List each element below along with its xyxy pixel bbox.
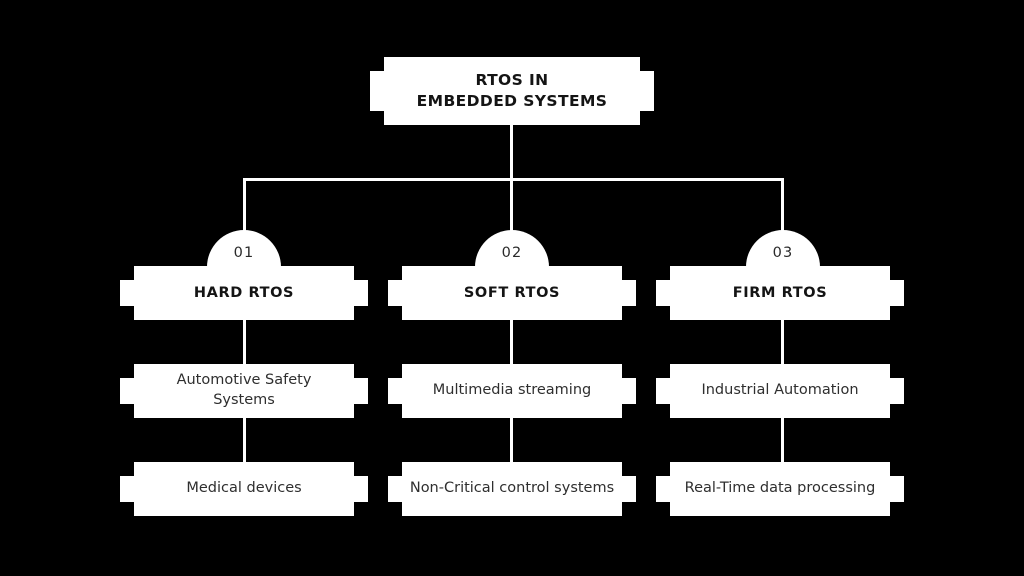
- connector-leaf-1-to-leaf-2-col-1: [243, 416, 246, 464]
- branch-number-3: 03: [772, 244, 794, 261]
- connector-horizontal-bus: [243, 178, 784, 181]
- branch-card-hard-rtos[interactable]: HARD RTOS: [120, 266, 368, 320]
- branch-title-1: HARD RTOS: [193, 285, 295, 301]
- branch-number-bubble-2: 02: [475, 230, 549, 267]
- branch-card-firm-rtos[interactable]: FIRM RTOS: [656, 266, 904, 320]
- leaf-label-col-1-row-1-line-1: Automotive Safety: [176, 372, 312, 389]
- root-title-line-1: RTOS IN: [475, 71, 549, 90]
- leaf-label-col-3-row-1: Industrial Automation: [701, 382, 859, 399]
- branch-number-2: 02: [501, 244, 523, 261]
- connector-drop-branch-1: [243, 178, 246, 236]
- root-node-card[interactable]: RTOS IN EMBEDDED SYSTEMS: [370, 57, 654, 125]
- connector-root-stem: [510, 125, 513, 181]
- branch-number-1: 01: [233, 244, 255, 261]
- leaf-card-col-3-row-2[interactable]: Real-Time data processing: [656, 462, 904, 516]
- leaf-label-col-1-row-1-line-2: Systems: [213, 392, 275, 408]
- branch-title-3: FIRM RTOS: [732, 285, 828, 301]
- connector-leaf-1-to-leaf-2-col-3: [781, 416, 784, 464]
- leaf-label-col-2-row-1: Multimedia streaming: [432, 382, 592, 399]
- leaf-label-col-3-row-2: Real-Time data processing: [684, 480, 876, 497]
- leaf-label-col-1-row-2: Medical devices: [186, 480, 302, 497]
- leaf-card-col-1-row-2[interactable]: Medical devices: [120, 462, 368, 516]
- leaf-label-col-2-row-2: Non-Critical control systems: [409, 480, 615, 497]
- connector-branch-2-to-leaf-1: [510, 318, 513, 366]
- branch-title-2: SOFT RTOS: [463, 285, 561, 301]
- branch-number-bubble-3: 03: [746, 230, 820, 267]
- connector-branch-1-to-leaf-1: [243, 318, 246, 366]
- connector-drop-branch-3: [781, 178, 784, 236]
- root-title-line-2: EMBEDDED SYSTEMS: [416, 92, 608, 110]
- branch-card-soft-rtos[interactable]: SOFT RTOS: [388, 266, 636, 320]
- leaf-card-col-3-row-1[interactable]: Industrial Automation: [656, 364, 904, 418]
- leaf-card-col-2-row-2[interactable]: Non-Critical control systems: [388, 462, 636, 516]
- leaf-card-col-1-row-1[interactable]: Automotive Safety Systems: [120, 364, 368, 418]
- connector-drop-branch-2: [510, 178, 513, 236]
- root-title: RTOS IN EMBEDDED SYSTEMS: [417, 70, 608, 112]
- connector-branch-3-to-leaf-1: [781, 318, 784, 366]
- leaf-card-col-2-row-1[interactable]: Multimedia streaming: [388, 364, 636, 418]
- leaf-label-col-1-row-1: Automotive Safety Systems: [177, 371, 312, 410]
- connector-leaf-1-to-leaf-2-col-2: [510, 416, 513, 464]
- branch-number-bubble-1: 01: [207, 230, 281, 267]
